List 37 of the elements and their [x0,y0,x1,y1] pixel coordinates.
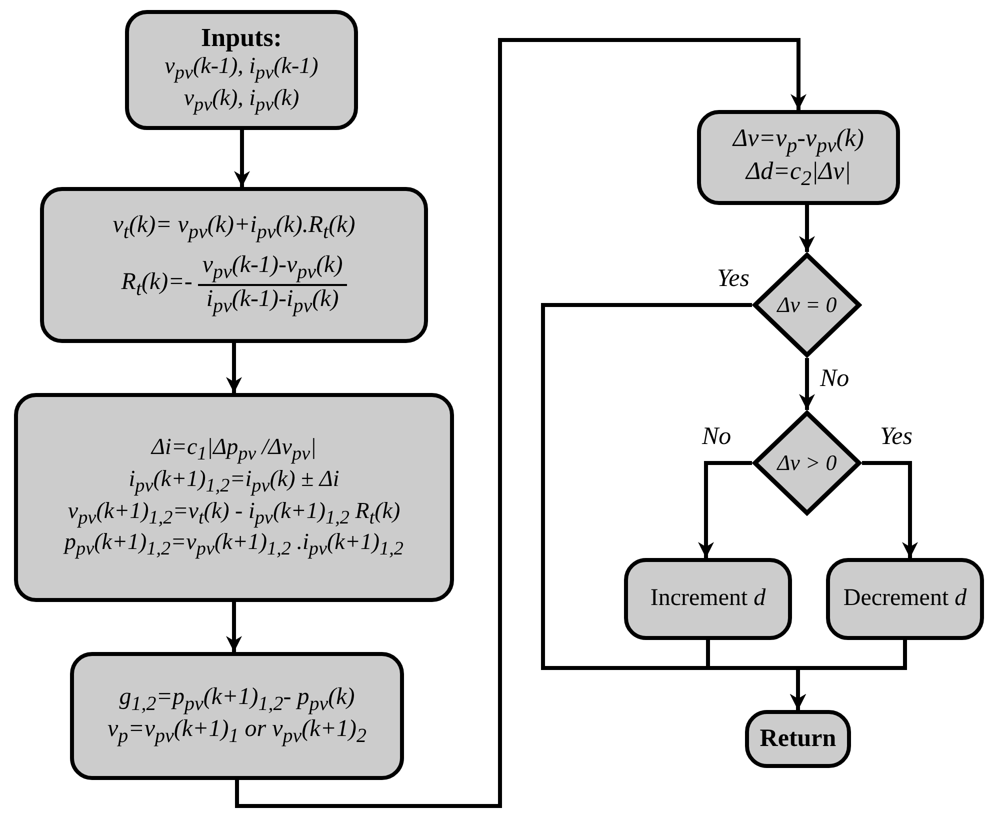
arrow [235,38,806,808]
formula-text: v$_{t}$(k)= v$_{pv}$(k)+i$_{pv}$(k).R$_{t}$(k) [112,212,356,244]
formula-text: v$_{pv}$(k+1)$_{1,2}$=v$_{t}$(k) - i$_{pv}$(k+1)$_{1,2}$ R$_{t}$(k) [68,498,400,530]
heading: Inputs: [201,23,282,54]
formula-text: v$_{pv}$(k), i$_{pv}$(k) [184,84,300,117]
formula-text: R$_{t}$(k)=- [121,268,192,301]
step-label: Increment d [650,586,766,612]
process-box [624,558,792,640]
formula-text: Δv = 0 [777,292,837,318]
arrow [799,358,815,410]
formula-text: Δd=c$_{2}$|Δv| [746,158,852,190]
arrow [234,130,250,187]
formula-text: g$_{1,2}$=p$_{pv}$(k+1)$_{1,2}$- p$_{pv}$(k) [119,684,355,716]
formula-text: i$_{pv}$(k-1)-i$_{pv}$(k) [206,286,339,318]
arrow [790,640,907,710]
process-box [745,710,851,768]
formula-text: i$_{pv}$(k+1)$_{1,2}$=i$_{pv}$(k) ± Δi [128,466,340,498]
process-box [40,187,428,343]
formula-text: Δv=v$_{p}$-v$_{pv}$(k) [732,124,864,158]
process-box [826,558,984,640]
process-box [14,393,454,602]
process-box [697,110,900,205]
formula-text: v$_{pv}$(k-1)-v$_{pv}$(k) [198,252,347,286]
arrow [226,343,242,393]
arrow [698,461,752,558]
formula-text: Δv > 0 [777,450,837,476]
formula-text: v$_{pv}$(k-1), i$_{pv}$(k-1) [164,53,318,85]
process-box [70,652,404,780]
arrow [226,602,242,652]
arrow [799,205,815,252]
arrow [862,461,918,558]
step-label: Decrement d [843,586,967,612]
step-label: Return [760,726,836,752]
formula-text: Δi=c$_{1}$|Δp$_{pv}$ /Δv$_{pv}$| [152,434,316,466]
formula-text: p$_{pv}$(k+1)$_{1,2}$=v$_{pv}$(k+1)$_{1,2}$ .i$_{pv}$(k+1)$_{1,2}$ [64,529,404,561]
process-box [125,10,358,130]
formula-text: v$_{p}$=v$_{pv}$(k+1)$_{1}$ or v$_{pv}$(k+1)$_{2}$ [108,716,366,748]
